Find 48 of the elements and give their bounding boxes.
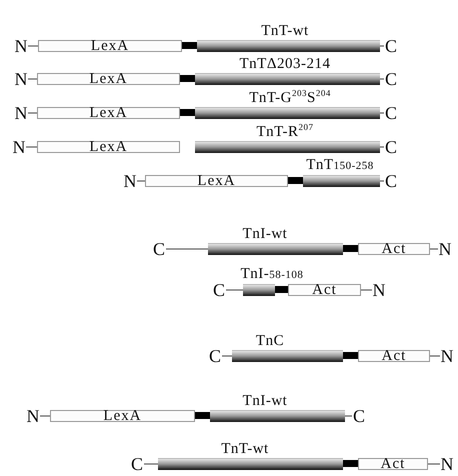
construct-label: TnC xyxy=(256,333,284,350)
terminus-label: C xyxy=(352,406,366,426)
terminus-label: N xyxy=(123,171,137,191)
terminus-label: N xyxy=(14,36,28,56)
construct-label: TnT-wt xyxy=(261,23,309,40)
terminus-label: C xyxy=(212,280,226,300)
terminus-label: C xyxy=(384,69,398,89)
connector-line xyxy=(380,180,384,182)
construct-label: TnT-G$^{203}$S$^{204}$ xyxy=(249,87,331,107)
construct-label: TnI-wt xyxy=(242,393,288,410)
terminus-label: N xyxy=(440,346,454,366)
domain-box: LexA xyxy=(145,175,288,187)
domain-box: LexA xyxy=(50,410,195,422)
domain-box: Act xyxy=(358,243,430,255)
connector-line xyxy=(28,78,38,80)
connector-line xyxy=(380,78,384,80)
terminus-label: N xyxy=(26,406,40,426)
connector-line xyxy=(28,112,38,114)
terminus-label: C xyxy=(384,36,398,56)
terminus-label: N xyxy=(440,454,454,474)
construct-label: TnI-wt xyxy=(242,226,288,243)
terminus-label: C xyxy=(384,103,398,123)
domain-box: LexA xyxy=(37,107,180,119)
terminus-label: C xyxy=(152,239,166,259)
domain-box: Act xyxy=(288,284,361,296)
terminus-label: N xyxy=(12,137,26,157)
connector-line xyxy=(380,112,384,114)
domain-box: Act xyxy=(358,350,430,362)
terminus-label: C xyxy=(130,454,144,474)
connector-line xyxy=(136,180,146,182)
construct-label: TnT-R$^{207}$ xyxy=(256,121,314,141)
domain-box: LexA xyxy=(37,141,180,153)
domain-box: Act xyxy=(358,458,428,470)
construct-label: TnT-wt xyxy=(221,441,269,458)
connector-line xyxy=(380,146,384,148)
domain-box: LexA xyxy=(37,73,180,85)
terminus-label: N xyxy=(14,69,28,89)
terminus-label: N xyxy=(438,239,452,259)
connector-line xyxy=(430,248,438,250)
construct-label: TnTΔ203-214 xyxy=(240,56,330,73)
terminus-label: N xyxy=(372,280,386,300)
terminus-label: C xyxy=(208,346,222,366)
terminus-label: C xyxy=(384,171,398,191)
terminus-label: C xyxy=(384,137,398,157)
connector-line xyxy=(26,146,38,148)
domain-box: LexA xyxy=(38,40,182,52)
connector-line xyxy=(166,248,208,250)
terminus-label: N xyxy=(14,103,28,123)
